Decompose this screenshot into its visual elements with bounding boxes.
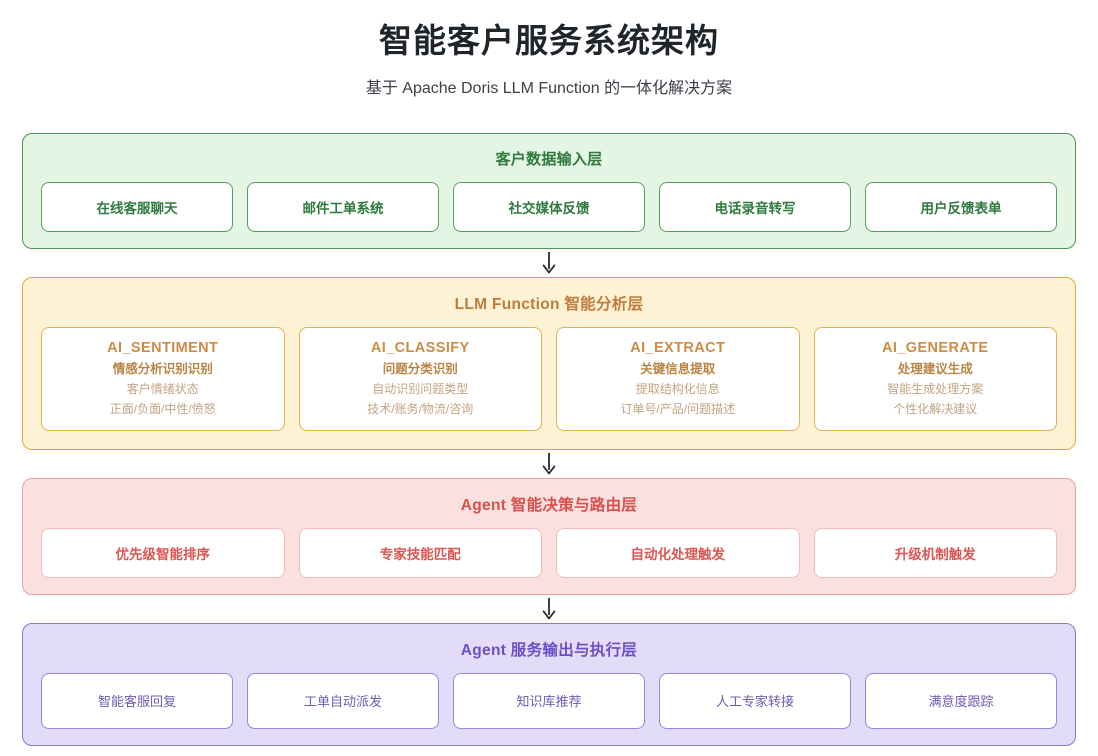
card-priority-sorting[interactable]: 优先级智能排序 (41, 527, 285, 578)
card-social-feedback[interactable]: 社交媒体反馈 (453, 181, 645, 232)
diagram-header: 智能客户服务系统架构 基于 Apache Doris LLM Function … (22, 0, 1076, 101)
layer-agent-output: Agent 服务输出与执行层 智能客服回复 工单自动派发 知识库推荐 人工专家转… (22, 622, 1076, 746)
connector-llm-to-agent-decision (22, 450, 1076, 478)
card-label: 专家技能匹配 (379, 546, 461, 562)
function-desc-2: 技术/账务/物流/咨询 (367, 401, 474, 416)
card-expert-skill-match[interactable]: 专家技能匹配 (298, 527, 542, 578)
function-desc-1: 提取结构化信息 (635, 382, 720, 397)
function-name: AI_EXTRACT (630, 339, 726, 356)
function-desc-1: 智能生成处理方案 (887, 382, 984, 397)
function-desc-2: 订单号/产品/问题描述 (620, 401, 736, 416)
connector-decision-to-output (22, 595, 1076, 623)
card-label: 电话录音转写 (714, 200, 796, 216)
function-desc-1: 客户情绪状态 (126, 382, 199, 397)
card-automation-trigger[interactable]: 自动化处理触发 (556, 527, 800, 578)
card-ai-generate[interactable]: AI_GENERATE 处理建议生成 智能生成处理方案 个性化解决建议 (813, 326, 1057, 431)
layer-title-agent-output: Agent 服务输出与执行层 (460, 641, 638, 659)
card-label: 用户反馈表单 (920, 200, 1002, 216)
layer-agent-decision-cards: 优先级智能排序 专家技能匹配 自动化处理触发 升级机制触发 (41, 527, 1057, 578)
function-subtitle: 问题分类识别 (382, 362, 458, 377)
card-ai-sentiment[interactable]: AI_SENTIMENT 情感分析识别识别 客户情绪状态 正面/负面/中性/愤怒 (41, 326, 285, 431)
arrow-down-icon (541, 251, 557, 275)
layer-agent-output-cards: 智能客服回复 工单自动派发 知识库推荐 人工专家转接 满意度跟踪 (41, 672, 1057, 729)
arrow-down-icon (541, 597, 557, 621)
card-label: 智能客服回复 (97, 694, 176, 710)
page-subtitle: 基于 Apache Doris LLM Function 的一体化解决方案 (365, 80, 733, 98)
card-email-ticket[interactable]: 邮件工单系统 (247, 181, 439, 232)
card-label: 社交媒体反馈 (508, 200, 590, 216)
card-label: 知识库推荐 (516, 694, 582, 710)
function-name: AI_CLASSIFY (370, 339, 470, 356)
card-label: 自动化处理触发 (630, 546, 726, 562)
function-subtitle: 处理建议生成 (897, 362, 973, 377)
card-ai-classify[interactable]: AI_CLASSIFY 问题分类识别 自动识别问题类型 技术/账务/物流/咨询 (298, 326, 542, 431)
layer-title-agent-decision: Agent 智能决策与路由层 (460, 496, 638, 514)
card-call-transcription[interactable]: 电话录音转写 (659, 181, 851, 232)
function-desc-2: 个性化解决建议 (893, 401, 978, 416)
function-name: AI_SENTIMENT (107, 339, 219, 356)
card-ticket-dispatch[interactable]: 工单自动派发 (247, 672, 439, 729)
function-name: AI_GENERATE (882, 339, 989, 356)
card-label: 升级机制触发 (894, 546, 976, 562)
page-title: 智能客户服务系统架构 (379, 22, 719, 59)
layer-input: 客户数据输入层 在线客服聊天 邮件工单系统 社交媒体反馈 电话录音转写 用户反馈… (22, 132, 1076, 249)
card-label: 满意度跟踪 (928, 694, 994, 710)
card-label: 优先级智能排序 (115, 546, 211, 562)
card-label: 在线客服聊天 (96, 200, 178, 216)
function-subtitle: 关键信息提取 (640, 362, 716, 377)
card-satisfaction-tracking[interactable]: 满意度跟踪 (865, 672, 1057, 729)
function-subtitle: 情感分析识别识别 (112, 362, 213, 377)
layer-title-llm-function: LLM Function 智能分析层 (454, 295, 644, 313)
function-desc-2: 正面/负面/中性/愤怒 (109, 401, 216, 416)
layer-title-input: 客户数据输入层 (495, 150, 603, 168)
layer-input-cards: 在线客服聊天 邮件工单系统 社交媒体反馈 电话录音转写 用户反馈表单 (41, 181, 1057, 232)
layer-llm-cards: AI_SENTIMENT 情感分析识别识别 客户情绪状态 正面/负面/中性/愤怒… (41, 326, 1057, 431)
card-human-expert-transfer[interactable]: 人工专家转接 (659, 672, 851, 729)
card-online-chat[interactable]: 在线客服聊天 (41, 181, 233, 232)
card-label: 工单自动派发 (303, 694, 382, 710)
card-knowledge-recommend[interactable]: 知识库推荐 (453, 672, 645, 729)
function-desc-1: 自动识别问题类型 (372, 382, 469, 397)
layer-llm-function: LLM Function 智能分析层 AI_SENTIMENT 情感分析识别识别… (22, 276, 1076, 450)
card-smart-reply[interactable]: 智能客服回复 (41, 672, 233, 729)
card-label: 邮件工单系统 (302, 200, 384, 216)
arrow-down-icon (541, 452, 557, 476)
connector-input-to-llm (22, 249, 1076, 277)
card-ai-extract[interactable]: AI_EXTRACT 关键信息提取 提取结构化信息 订单号/产品/问题描述 (556, 326, 800, 431)
card-label: 人工专家转接 (715, 694, 794, 710)
layer-agent-decision: Agent 智能决策与路由层 优先级智能排序 专家技能匹配 自动化处理触发 升级… (22, 477, 1076, 595)
card-feedback-form[interactable]: 用户反馈表单 (865, 181, 1057, 232)
card-escalation-trigger[interactable]: 升级机制触发 (813, 527, 1057, 578)
